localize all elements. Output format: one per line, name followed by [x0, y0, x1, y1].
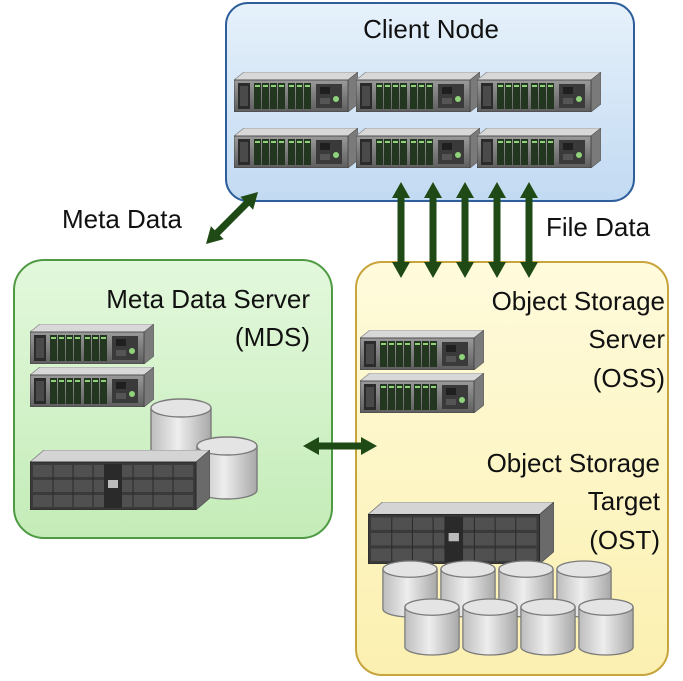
rack-server-icon: [477, 72, 601, 112]
file-data-arrow-3: [456, 182, 474, 278]
oss-title-line2: Server: [588, 324, 665, 354]
ost-disks: [382, 560, 634, 656]
ost-title-line1: Object Storage: [487, 448, 660, 478]
rack-server-icon: [356, 72, 480, 112]
rack-server-icon: [356, 128, 480, 168]
meta-data-label: Meta Data: [62, 204, 182, 234]
client-node-title: Client Node: [363, 14, 499, 44]
file-data-label: File Data: [546, 212, 651, 242]
rack-server-icon: [234, 128, 358, 168]
disk-cylinder-icon: [404, 598, 460, 656]
meta-data-arrow: [206, 192, 258, 244]
mds-title-line2: (MDS): [235, 322, 310, 352]
storage-array-icon: [30, 450, 210, 510]
rack-server-icon: [360, 373, 484, 413]
file-data-arrow-2: [424, 182, 442, 278]
mds-oss-arrow: [303, 437, 377, 455]
rack-server-icon: [477, 128, 601, 168]
rack-server-icon: [30, 324, 154, 364]
disk-cylinder-icon: [520, 598, 576, 656]
storage-array-icon: [368, 502, 554, 564]
rack-server-icon: [360, 330, 484, 370]
rack-server-icon: [234, 72, 358, 112]
disk-cylinder-icon: [462, 598, 518, 656]
arrows: [206, 182, 538, 455]
mds-title-line1: Meta Data Server: [106, 284, 310, 314]
file-data-arrow-4: [488, 182, 506, 278]
file-data-arrow-5: [520, 182, 538, 278]
oss-title-line3: (OSS): [593, 363, 665, 393]
ost-title-line3: (OST): [589, 525, 660, 555]
oss-title-line1: Object Storage: [492, 286, 665, 316]
file-data-arrow-1: [392, 182, 410, 278]
ost-title-line2: Target: [588, 486, 661, 516]
disk-cylinder-icon: [578, 598, 634, 656]
rack-server-icon: [30, 367, 154, 407]
